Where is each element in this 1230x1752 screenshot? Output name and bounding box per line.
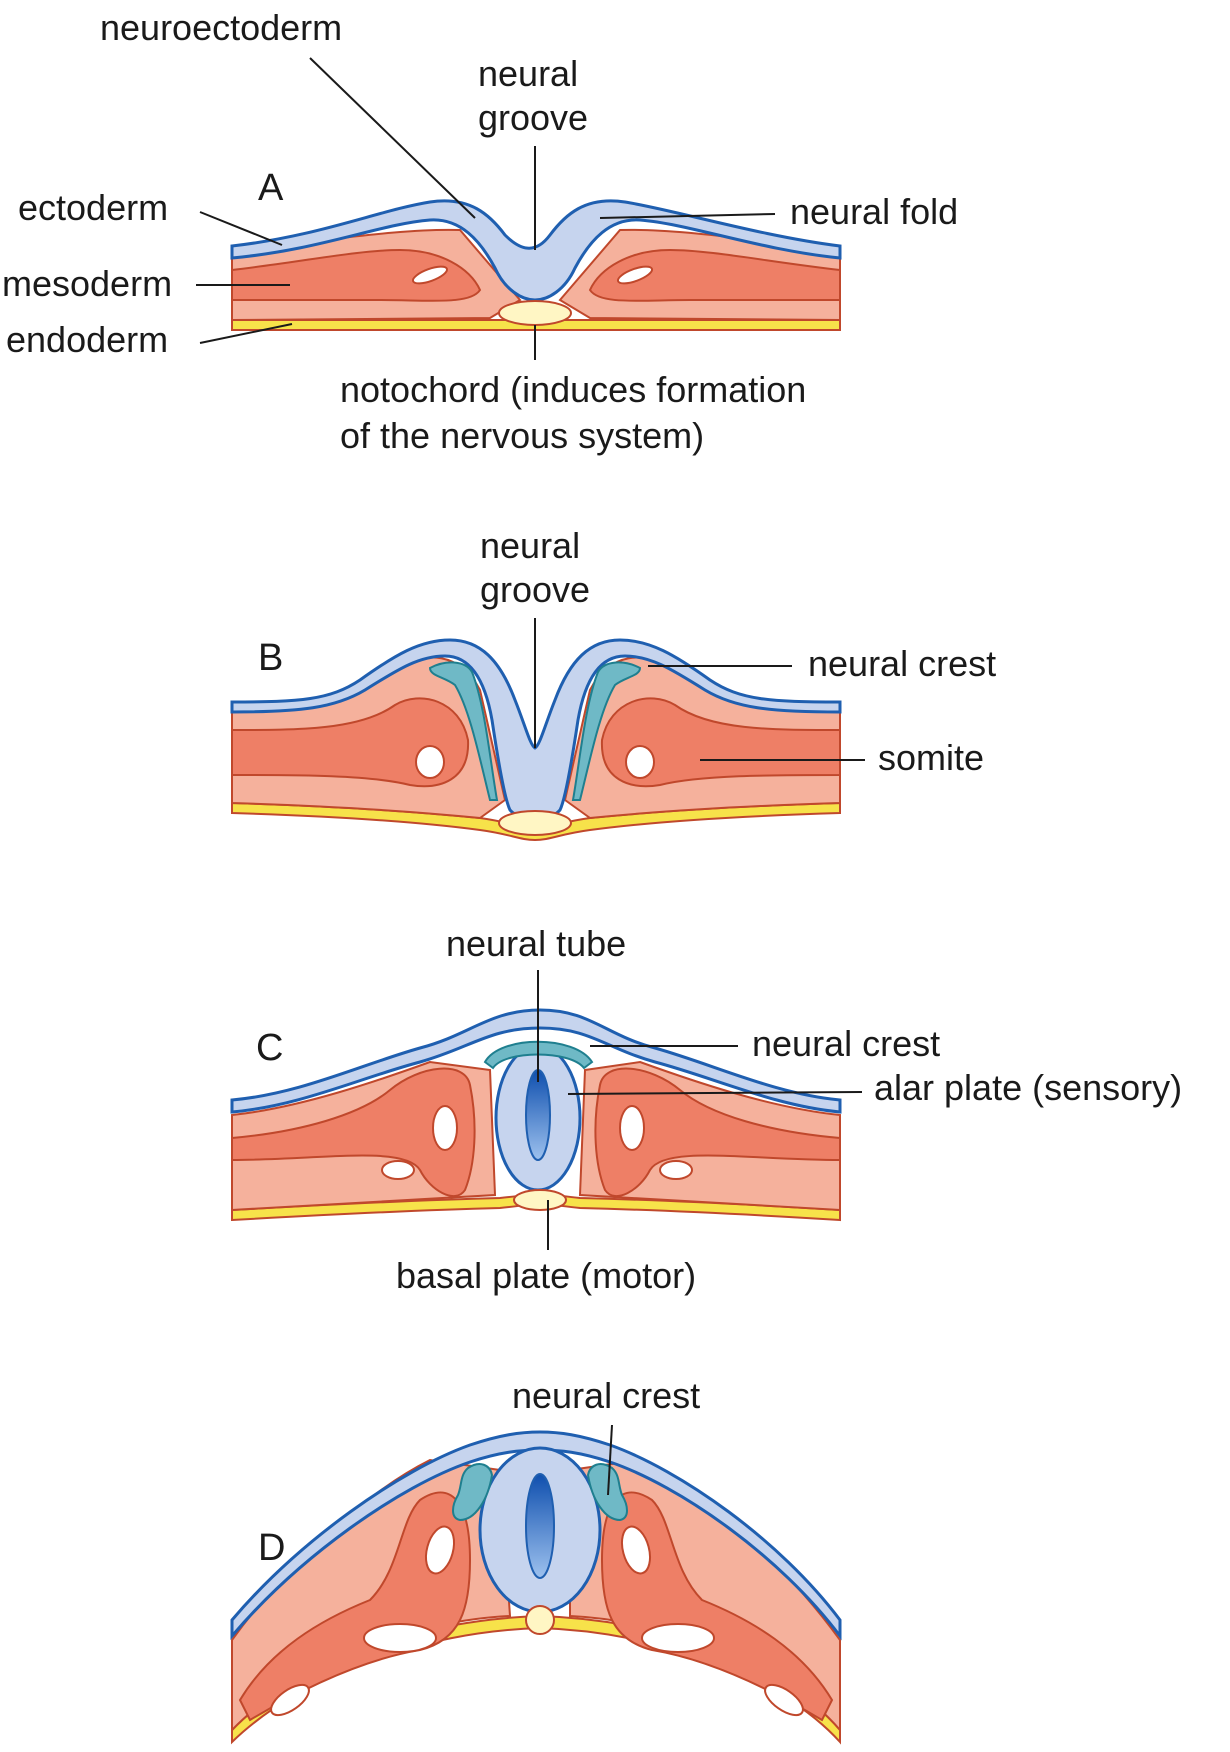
mesoderm-dark-left xyxy=(231,248,482,302)
label-ectoderm: ectoderm xyxy=(18,187,168,228)
label-neural-tube: neural tube xyxy=(446,923,626,964)
label-alar-plate: alar plate (sensory) xyxy=(874,1067,1182,1108)
label-neural-groove-a2: groove xyxy=(478,97,588,138)
label-mesoderm: mesoderm xyxy=(2,263,172,304)
cavity-d-6 xyxy=(764,1683,804,1717)
panel-letter-a: A xyxy=(258,167,284,209)
somite-cavity-left xyxy=(415,745,445,779)
cavity-c-4 xyxy=(659,1160,693,1180)
neural-canal-c xyxy=(525,1069,551,1161)
cavity-d-5 xyxy=(270,1683,310,1717)
somite-left xyxy=(231,697,470,788)
ectoderm-layer-c xyxy=(230,1008,842,1114)
label-notochord-2: of the nervous system) xyxy=(340,415,704,456)
label-notochord-1: notochord (induces formation xyxy=(340,369,806,410)
neural-crest-left-d xyxy=(452,1463,494,1522)
panel-letter-c: C xyxy=(256,1027,283,1069)
label-somite: somite xyxy=(878,737,984,778)
leader-ectoderm xyxy=(199,211,283,246)
somite-left-c xyxy=(231,1067,476,1197)
neural-crest-left-b xyxy=(428,661,499,801)
cavity-c-1 xyxy=(432,1105,458,1151)
panel-b: B neural groove neural crest somite xyxy=(230,525,996,842)
label-neural-crest-d: neural crest xyxy=(512,1375,700,1416)
somite-right-c xyxy=(594,1067,841,1197)
leader-neural-fold xyxy=(599,213,776,219)
leader-neuroectoderm xyxy=(309,57,476,219)
panel-letter-d: D xyxy=(258,1527,285,1569)
panel-c: C neural tube neural crest alar plate (s… xyxy=(230,923,1182,1296)
cavity-c-3 xyxy=(381,1160,415,1180)
somite-cavity-right xyxy=(625,745,655,779)
ectoderm-layer xyxy=(230,199,842,302)
ectoderm-layer-b xyxy=(230,638,842,821)
ectoderm-layer-d xyxy=(230,1430,842,1641)
leader-alar-plate xyxy=(567,1091,863,1095)
label-neural-crest-b: neural crest xyxy=(808,643,996,684)
cavity-d-3 xyxy=(363,1623,437,1653)
coelom-left xyxy=(411,265,449,285)
somite-right xyxy=(600,697,841,788)
label-neural-groove-b2: groove xyxy=(480,569,590,610)
notochord-d xyxy=(525,1605,555,1635)
mesoderm-dark-right xyxy=(588,248,841,302)
label-neural-groove-a1: neural xyxy=(478,53,578,94)
cavity-c-2 xyxy=(619,1105,645,1151)
notochord xyxy=(498,300,572,326)
cavity-d-1 xyxy=(424,1525,456,1575)
label-neural-groove-b1: neural xyxy=(480,525,580,566)
coelom-right xyxy=(616,265,654,285)
neural-canal-d xyxy=(525,1473,555,1579)
cavity-d-4 xyxy=(641,1623,715,1653)
label-neural-crest-c: neural crest xyxy=(752,1023,940,1064)
panel-d: D neural crest xyxy=(230,1375,842,1745)
label-neuroectoderm: neuroectoderm xyxy=(100,7,342,48)
panel-letter-b: B xyxy=(258,637,283,679)
label-basal-plate: basal plate (motor) xyxy=(396,1255,696,1296)
neural-crest-c xyxy=(483,1040,594,1070)
panel-a: A neuroectoderm neural groove ectoderm n… xyxy=(2,7,958,456)
neural-crest-right-b xyxy=(571,661,642,801)
label-neural-fold: neural fold xyxy=(790,191,958,232)
notochord-c xyxy=(513,1189,567,1211)
label-endoderm: endoderm xyxy=(6,319,168,360)
notochord-b xyxy=(498,810,572,836)
leader-neural-crest-d xyxy=(607,1424,613,1496)
leader-endoderm xyxy=(199,323,293,344)
cavity-d-2 xyxy=(620,1525,652,1575)
